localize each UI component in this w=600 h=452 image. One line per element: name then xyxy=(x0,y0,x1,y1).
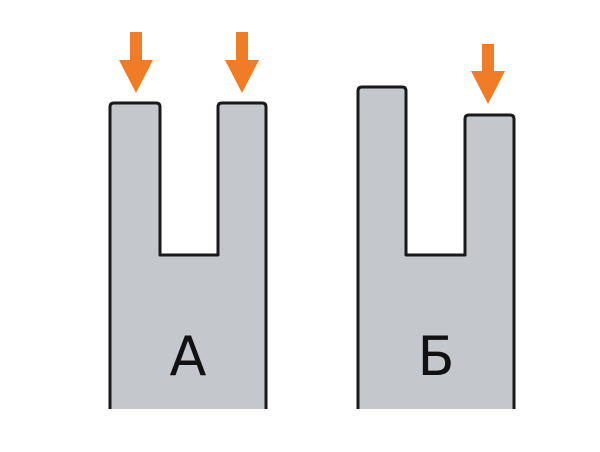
shape-b-label: Б xyxy=(417,325,454,388)
shape-b: Б xyxy=(356,85,516,409)
arrow-down-icon xyxy=(119,32,153,93)
shape-a: А xyxy=(108,101,268,409)
arrow-down-icon xyxy=(225,32,259,93)
shape-b-body xyxy=(356,85,516,409)
shape-a-label: А xyxy=(170,325,207,388)
shape-a-body xyxy=(108,101,268,409)
force-arrows xyxy=(119,32,505,104)
arrow-down-icon xyxy=(471,44,505,104)
